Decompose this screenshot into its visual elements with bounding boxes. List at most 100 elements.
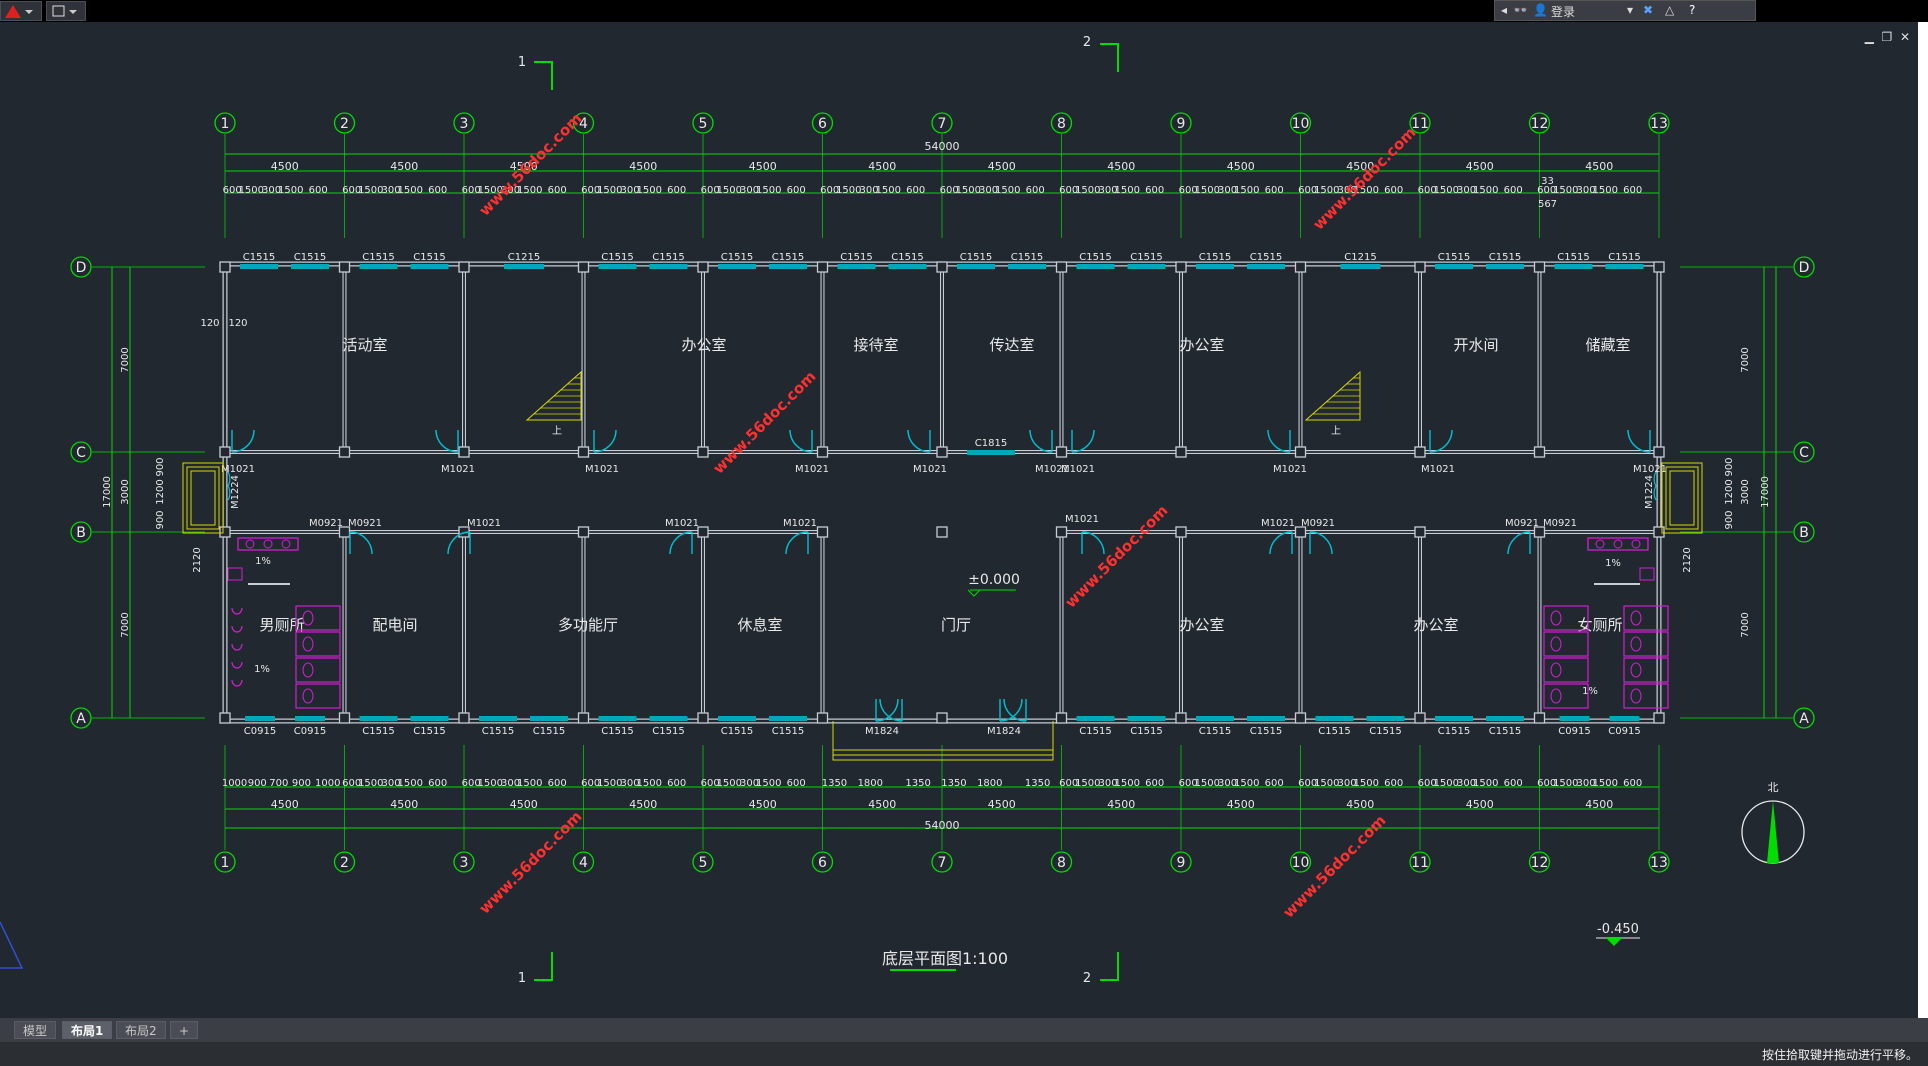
autocad-logo-icon (5, 5, 33, 18)
toilet-stall (295, 657, 341, 683)
door-label: M0921 (1505, 518, 1539, 529)
dim-detail-top: 1500 (239, 185, 264, 196)
dim-detail-top: 1500 (1473, 185, 1498, 196)
door-label: M1824 (987, 726, 1021, 737)
column (1653, 261, 1665, 273)
entrance-step (1665, 466, 1699, 530)
scrollbar-strip[interactable] (1918, 22, 1928, 1018)
signin-label[interactable]: 登录 (1551, 5, 1576, 19)
axis-number-label: 9 (1177, 116, 1186, 132)
dim-bay-bottom: 4500 (1227, 798, 1255, 811)
door-label: M1021 (783, 518, 817, 529)
dim-detail-top: 600 (428, 185, 447, 196)
axis-bubble (1050, 851, 1073, 873)
signin-bar[interactable]: ◂ 👓 👤 登录 ▾ ✖ △ ? (1494, 0, 1756, 21)
dim-detail-top: 600 (1179, 185, 1198, 196)
app-menu-button[interactable] (0, 1, 42, 21)
dim-detail-top: 300 (740, 185, 759, 196)
dim-detail-bottom: 300 (382, 778, 401, 789)
add-layout-button[interactable]: + (170, 1021, 199, 1039)
restore-icon[interactable]: ❐ (1881, 30, 1893, 44)
section-mark (534, 61, 553, 90)
window (359, 264, 398, 269)
door (1627, 429, 1651, 453)
window-label: C1515 (413, 726, 445, 737)
axis-number-label: 12 (1531, 116, 1549, 132)
window-label: C1515 (652, 252, 684, 263)
column (577, 526, 590, 538)
help-icon[interactable]: ? (1689, 3, 1696, 17)
door (435, 429, 459, 453)
minimize-icon[interactable]: ▁ (1864, 30, 1874, 44)
a360-icon[interactable]: △ (1665, 3, 1675, 17)
axis-bubble (572, 851, 595, 873)
floor-drain (1639, 567, 1655, 581)
column (816, 261, 829, 273)
dim-detail-top: 600 (667, 185, 686, 196)
north-arrow (1767, 801, 1779, 863)
dim-detail-top: 1500 (1234, 185, 1259, 196)
door-label: M1021 (1061, 464, 1095, 475)
window-controls[interactable]: ▁ ❐ ✕ (1865, 30, 1910, 44)
window (598, 264, 637, 269)
window (1435, 716, 1473, 721)
dim-detail-top: 1500 (636, 185, 661, 196)
door-label: M1224 (1644, 475, 1655, 509)
dim-detail-top: 300 (1099, 185, 1118, 196)
column (338, 446, 351, 458)
dim-bay-bottom: 4500 (390, 798, 418, 811)
stair-up-label: 上 (1331, 425, 1341, 437)
urinal (231, 661, 243, 669)
tab-model[interactable]: 模型 (14, 1021, 57, 1039)
column (458, 712, 470, 724)
quick-access-button[interactable] (46, 1, 86, 21)
floor-drain (227, 567, 243, 581)
axis-letter-label: D (76, 260, 87, 276)
window (1315, 716, 1354, 721)
dim-detail-top: 600 (1145, 185, 1164, 196)
door (1507, 531, 1531, 555)
dim-corridor: 900 (155, 510, 166, 529)
edit-icon (52, 5, 77, 17)
dim-vertical-right: 7000 (1740, 347, 1751, 372)
window-label: C1515 (1011, 252, 1043, 263)
window-label: C1515 (1608, 252, 1640, 263)
door (875, 698, 899, 722)
dim-detail-top: 600 (1537, 185, 1556, 196)
exchange-icon[interactable]: ✖ (1643, 3, 1654, 17)
dim-vertical-right: 3000 (1740, 479, 1751, 504)
dim-detail-top: 300 (1577, 185, 1596, 196)
dim-detail-bottom: 600 (1537, 778, 1556, 789)
axis-number-label: 5 (699, 116, 708, 132)
column (219, 446, 231, 458)
dim-corridor: 900 (1724, 457, 1735, 476)
window-label: C1515 (1079, 252, 1111, 263)
axis-bubble (1050, 112, 1073, 134)
dim-total-top: 54000 (925, 140, 960, 153)
window-label: C1515 (1130, 726, 1162, 737)
dim-vertical-right: 7000 (1740, 612, 1751, 637)
dim-detail-bottom: 1350 (822, 778, 847, 789)
dim-detail-top: 300 (621, 185, 640, 196)
window (1196, 264, 1234, 269)
room-label: 办公室 (1179, 616, 1224, 634)
tab-layout2[interactable]: 布局2 (116, 1021, 166, 1039)
door-label: M1021 (221, 464, 255, 475)
dim-detail-bottom: 600 (462, 778, 481, 789)
window (888, 264, 927, 269)
entrance-step (190, 470, 216, 526)
dim-detail-bottom: 900 (292, 778, 311, 789)
section-mark-label: 1 (518, 971, 526, 986)
window (1127, 716, 1166, 721)
dim-detail-bottom: 1500 (1234, 778, 1259, 789)
close-icon[interactable]: ✕ (1899, 30, 1910, 44)
tab-layout1[interactable]: 布局1 (62, 1021, 113, 1039)
dim-detail-top: 600 (940, 185, 959, 196)
column (1414, 446, 1426, 458)
watermark: www.56doc.com (709, 367, 819, 477)
column (458, 261, 470, 273)
dim-detail-top: 600 (1623, 185, 1642, 196)
toilet-stall (295, 683, 341, 709)
